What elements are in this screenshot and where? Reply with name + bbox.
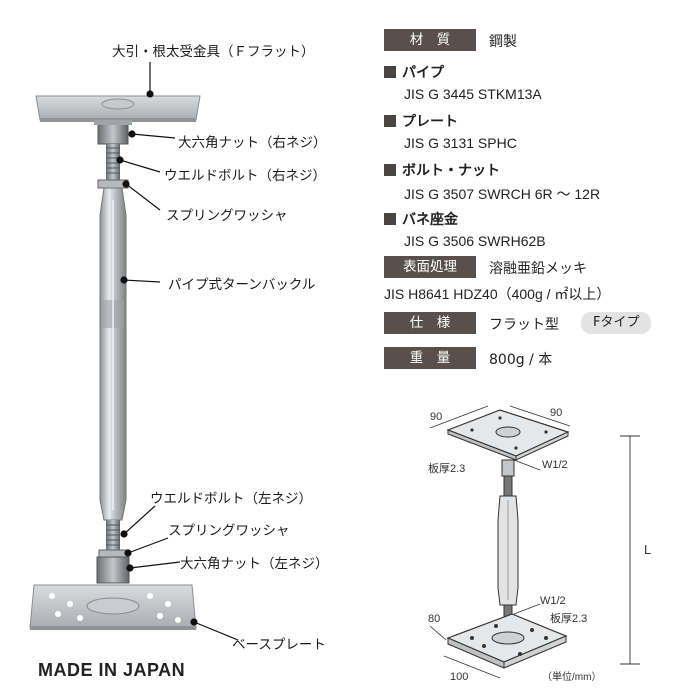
callout-weld-bolt-left: ウエルドボルト（左ネジ）	[150, 491, 312, 507]
turnbuckle-pipe	[99, 187, 127, 521]
callout-pipe-turnbuckle: パイプ式ターンバックル	[168, 277, 316, 293]
surface-tag: 表面処理	[384, 256, 476, 278]
material-standard-spring-washer: JIS G 3506 SWRH62B	[404, 233, 546, 249]
diagram-length-dim	[620, 435, 640, 665]
material-category-spring-washer: バネ座金	[384, 209, 458, 229]
diagram-base-width: 100	[450, 671, 468, 683]
bottom-hex-nut	[96, 556, 130, 584]
square-bullet-icon	[384, 213, 396, 225]
product-photo	[29, 62, 239, 641]
material-label: 材 質	[384, 29, 476, 51]
square-bullet-icon	[384, 164, 396, 176]
diagram-top-bolt	[501, 459, 515, 497]
surface-standard: JIS H8641 HDZ40（400g / ㎡以上）	[384, 286, 611, 302]
weight-value: 800g / 本	[489, 352, 553, 368]
material-value: 鋼製	[489, 34, 517, 50]
diagram-top-thread: W1/2	[542, 459, 568, 471]
material-standard-bolt-nut: JIS G 3507 SWRCH 6R 〜 12R	[404, 186, 601, 202]
callout-spring-washer-bottom: スプリングワッシャ	[168, 523, 290, 539]
diagram-top-dims	[429, 405, 571, 429]
diagram-base-dims	[429, 459, 541, 679]
top-hex-nut	[94, 120, 132, 145]
diagram-top-width-right: 90	[550, 407, 562, 419]
callout-spring-washer-top: スプリングワッシャ	[166, 208, 288, 224]
top-bracket-plate	[35, 95, 201, 122]
weight-label: 重 量	[384, 347, 476, 369]
bottom-spring-washer	[98, 549, 128, 558]
material-standard-pipe: JIS G 3445 STKM13A	[404, 86, 542, 102]
callout-top-bracket: 大引・根太受金具（Ｆフラット）	[112, 44, 315, 60]
diagram-bottom-thickness: 板厚2.3	[550, 611, 587, 625]
diagram-unit-note: （単位/mm）	[542, 670, 601, 683]
material-category-bolt-nut: ボルト・ナット	[384, 160, 500, 180]
diagram-top-thickness: 板厚2.3	[428, 461, 465, 475]
made-in-label: MADE IN JAPAN	[38, 660, 186, 680]
material-category-pipe: パイプ	[384, 62, 444, 82]
weight-tag: 重 量	[384, 347, 476, 369]
diagram-base-depth: 80	[428, 613, 440, 625]
top-weld-bolt	[106, 144, 120, 180]
square-bullet-icon	[384, 115, 396, 127]
material-category-plate: プレート	[384, 111, 458, 131]
surface-value: 溶融亜鉛メッキ	[489, 261, 587, 277]
callout-hex-nut-right: 大六角ナット（右ネジ）	[178, 135, 327, 151]
diagram-length: L	[644, 542, 651, 557]
surface-label: 表面処理	[384, 256, 476, 278]
diagram-top-plate	[446, 409, 570, 461]
spec-tag: 仕 様	[384, 312, 476, 334]
bottom-weld-bolt	[106, 520, 120, 550]
material-tag: 材 質	[384, 29, 476, 51]
leader-lines	[116, 62, 239, 641]
spec-label: 仕 様	[384, 312, 476, 334]
base-plate	[29, 584, 197, 630]
callout-hex-nut-left: 大六角ナット（左ネジ）	[180, 556, 329, 572]
square-bullet-icon	[384, 66, 396, 78]
callout-base-plate: ベースプレート	[232, 637, 326, 653]
diagram-base-plate	[446, 613, 568, 669]
dimension-diagram: 90 90 板厚2.3 W1/2 L W1/2 板厚2.3 80 100 （単位…	[428, 405, 651, 683]
spec-value: フラット型	[489, 317, 559, 333]
diagram-bottom-thread: W1/2	[540, 595, 566, 607]
material-standard-plate: JIS G 3131 SPHC	[404, 135, 517, 151]
spec-type-badge: Fタイプ	[581, 312, 652, 334]
diagram-top-width-left: 90	[430, 411, 442, 423]
callout-weld-bolt-right: ウエルドボルト（右ネジ）	[164, 168, 326, 184]
